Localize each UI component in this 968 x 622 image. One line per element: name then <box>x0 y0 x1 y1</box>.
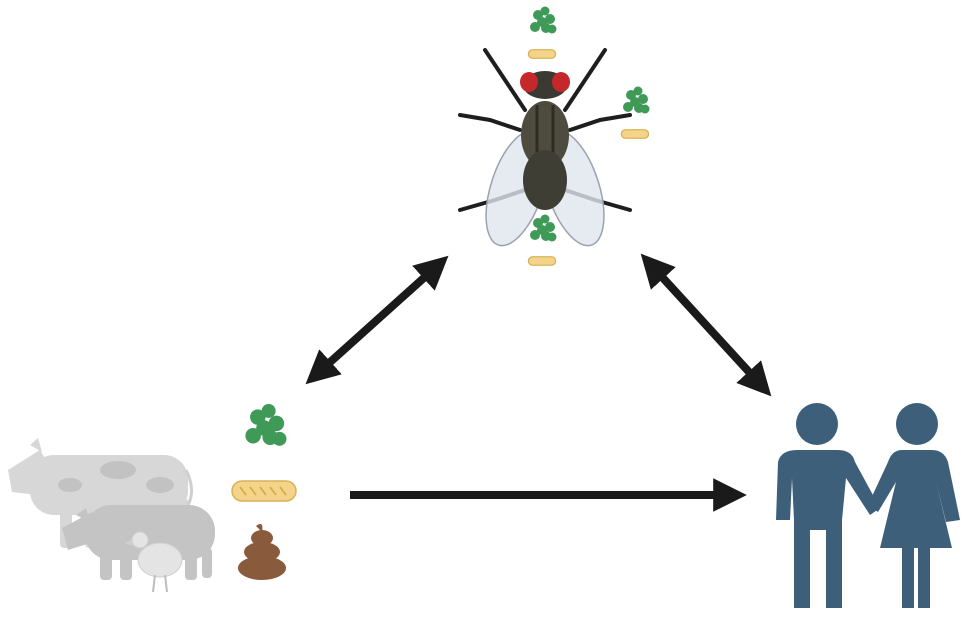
fly-left-eye <box>520 72 538 92</box>
bacteria-rod-icon <box>231 480 297 502</box>
livestock-icons <box>8 438 215 593</box>
fly-abdomen <box>523 150 567 210</box>
man-body <box>776 450 880 608</box>
bacteria-cluster-icon <box>245 403 287 446</box>
bacteria-rod-icon <box>527 256 557 266</box>
pig-icon <box>62 505 215 580</box>
bacteria-rod-icon <box>527 49 557 59</box>
fly-right-eye <box>552 72 570 92</box>
fly-thorax-stripes <box>535 105 555 160</box>
woman-head <box>896 403 938 445</box>
woman-body <box>868 450 960 608</box>
livestock-fly-arrow <box>305 255 449 385</box>
chicken-icon <box>124 531 183 593</box>
bacteria-rod-icon <box>620 129 650 139</box>
man-head <box>796 403 838 445</box>
fly-thorax <box>521 101 569 169</box>
cow-spots <box>58 461 174 493</box>
bacteria-cluster-icon <box>530 6 557 34</box>
manure-icon <box>238 524 286 580</box>
bacteria-cluster-icon <box>623 86 650 114</box>
fly-human-arrow <box>640 253 772 397</box>
housefly-icon <box>458 48 632 247</box>
human-couple-icon <box>776 403 960 608</box>
bacteria-cluster-icon <box>530 214 557 242</box>
